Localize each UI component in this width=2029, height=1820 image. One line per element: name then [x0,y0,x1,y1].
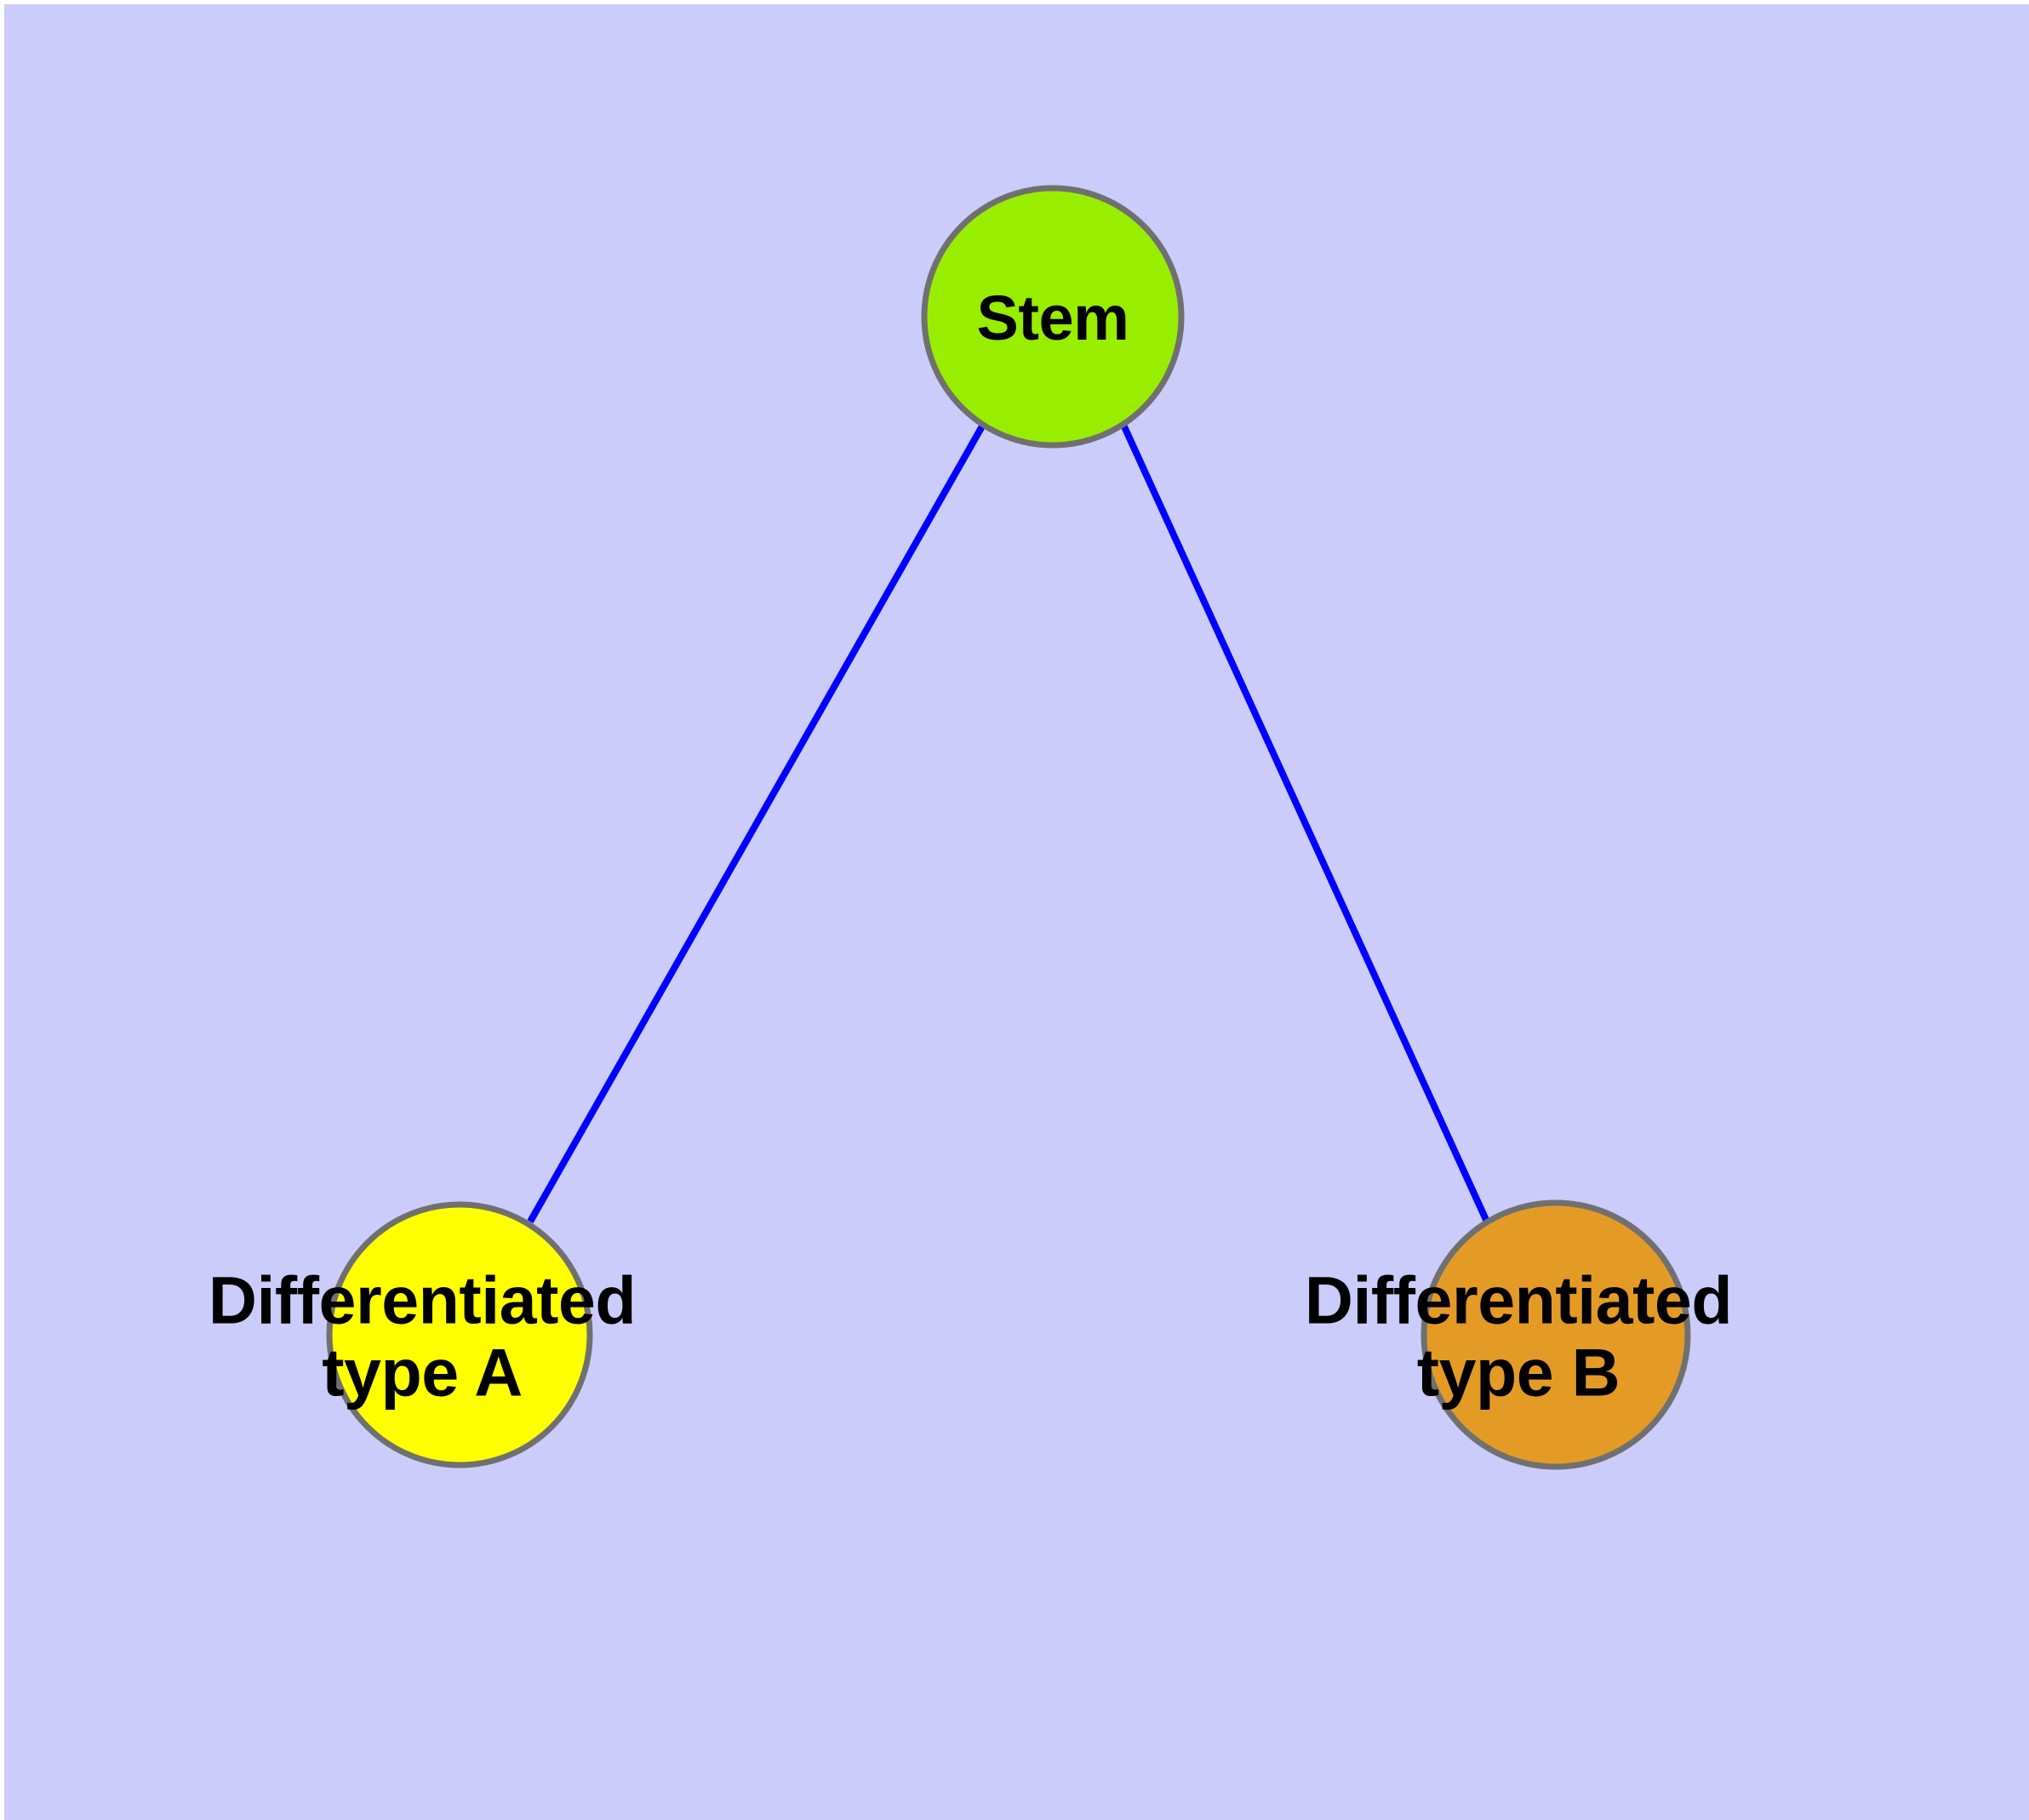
edge-layer [527,423,1490,1223]
node-circle-diff-a[interactable] [326,1201,593,1468]
node-layer [326,185,1691,1470]
edge-stem-to-diff-a[interactable] [527,423,986,1223]
node-circle-diff-b[interactable] [1420,1199,1691,1470]
node-circle-stem[interactable] [921,185,1185,449]
edge-stem-to-diff-b[interactable] [1120,423,1490,1223]
